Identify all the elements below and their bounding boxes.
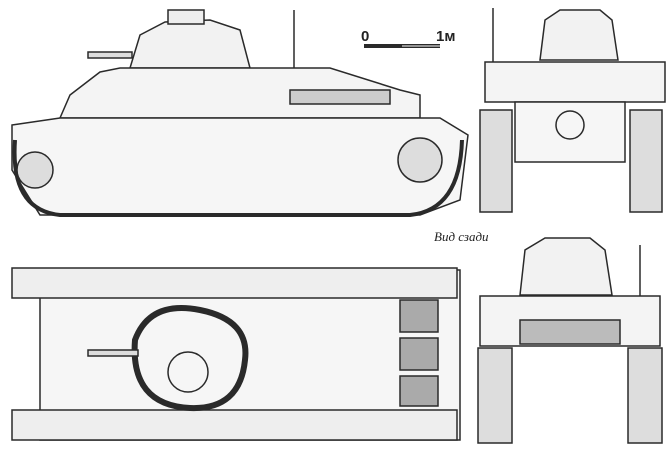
top-track-upper — [11, 267, 458, 299]
side-superstructure — [58, 67, 421, 119]
top-grille-1 — [399, 299, 439, 333]
front-track-right — [627, 347, 663, 444]
side-view — [11, 9, 469, 217]
rear-turret — [539, 9, 619, 61]
rear-track-left — [479, 109, 513, 213]
side-grille — [289, 89, 391, 105]
side-gun — [87, 51, 133, 59]
top-gun — [87, 349, 139, 357]
top-grille-2 — [399, 337, 439, 371]
front-view — [477, 237, 663, 444]
rear-view — [479, 8, 666, 213]
front-turret — [519, 237, 613, 296]
top-grille-3 — [399, 375, 439, 407]
side-idler — [16, 151, 54, 189]
front-track-left — [477, 347, 513, 444]
side-turret — [128, 19, 251, 69]
rear-hull — [484, 61, 666, 103]
rear-plate — [514, 101, 626, 163]
top-turret-ring — [131, 305, 249, 412]
rear-track-right — [629, 109, 663, 213]
side-drive-sprocket — [397, 137, 443, 183]
rear-view-caption: Вид сзади — [434, 229, 489, 244]
rear-hatch — [555, 110, 585, 140]
top-view — [11, 267, 461, 441]
front-grille — [519, 319, 621, 345]
side-track — [12, 139, 464, 217]
scale-start-label: 0 — [361, 28, 370, 45]
top-turret-hatch — [167, 351, 209, 393]
side-cupola — [167, 9, 205, 25]
top-track-lower — [11, 409, 458, 441]
scale-end-label: 1м — [436, 28, 456, 45]
